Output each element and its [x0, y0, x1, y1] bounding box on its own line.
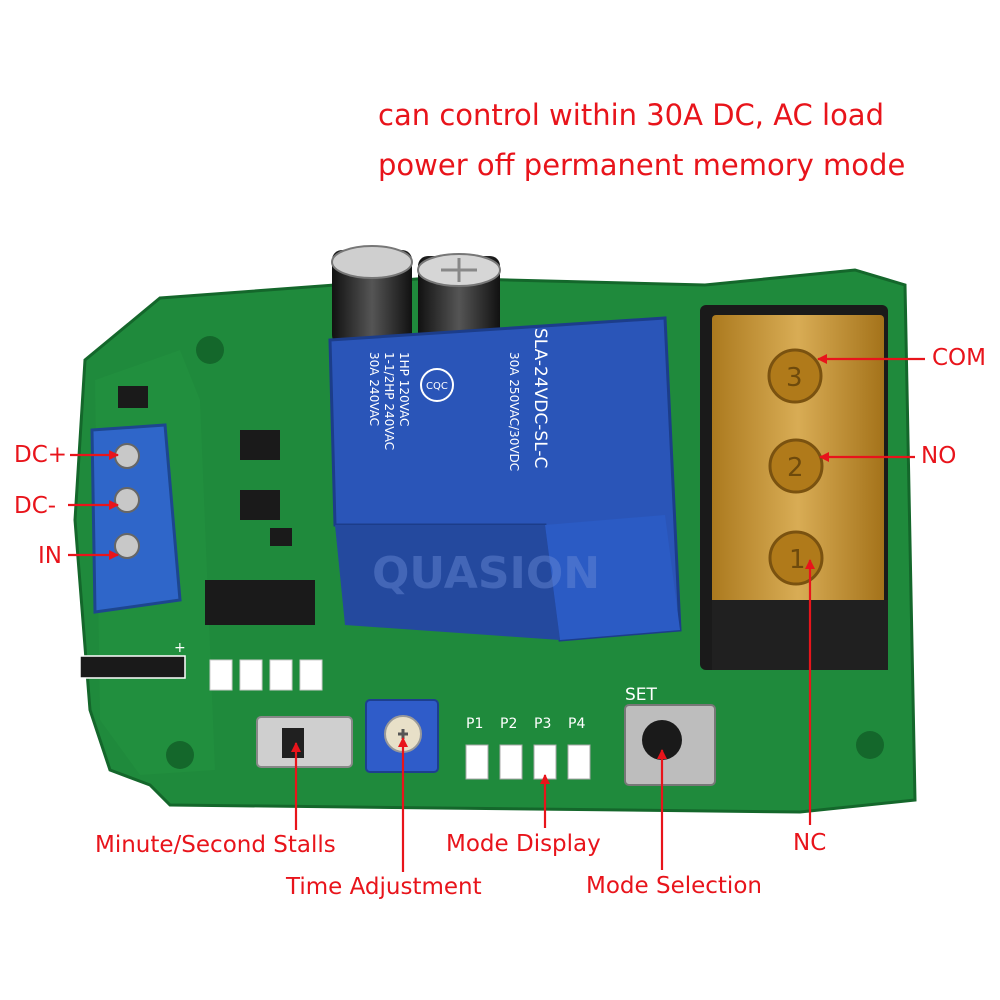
terminal-number: 1	[789, 545, 806, 575]
mode-led: P1	[465, 716, 489, 780]
label-time-adjustment: Time Adjustment	[286, 874, 482, 900]
watermark: QUASION	[372, 548, 600, 599]
relay: SLA-24VDC-SL-C 30A 250VAC/30VDC 1HP 120V…	[328, 316, 682, 642]
led-label: P2	[500, 716, 517, 732]
headline-line-2: power off permanent memory mode	[378, 148, 906, 182]
terminal-screw: 2	[768, 438, 824, 494]
label-com: COM	[932, 345, 987, 371]
label-in: IN	[38, 543, 62, 569]
relay-rating-label: 30A 250VAC/30VDC	[507, 352, 521, 471]
led-label: P1	[466, 716, 483, 732]
headline-line-1: can control within 30A DC, AC load	[378, 98, 884, 132]
dc-terminal-block	[90, 423, 182, 614]
label-no: NO	[921, 443, 957, 469]
set-push-button: SET	[624, 685, 716, 786]
terminal-screw: 3	[767, 348, 823, 404]
relay-model-label: SLA-24VDC-SL-C	[530, 328, 550, 468]
power-terminal-block: 3 2 1	[700, 305, 888, 670]
relay-rating-label: 30A 240VAC	[367, 352, 381, 426]
minute-second-slide-switch	[256, 716, 353, 768]
capacitor	[331, 245, 413, 345]
relay-rating-label: 1HP 120VAC	[397, 352, 411, 426]
relay-rating-label: 1-1/2HP 240VAC	[382, 352, 396, 450]
label-mode-display: Mode Display	[446, 831, 601, 857]
mode-led: P2	[499, 716, 523, 780]
set-label: SET	[625, 685, 658, 705]
label-nc: NC	[793, 830, 827, 856]
relay-cert-label: CQC	[426, 381, 448, 392]
annotation-arrows	[68, 354, 925, 872]
led-label: P3	[534, 716, 551, 732]
mode-led: P4	[567, 716, 591, 780]
label-minute-second-stalls: Minute/Second Stalls	[95, 832, 336, 858]
plus-mark: +	[174, 640, 186, 656]
terminal-number: 3	[786, 363, 803, 393]
label-mode-selection: Mode Selection	[586, 873, 762, 899]
label-dc-plus: DC+	[14, 442, 68, 468]
terminal-screw: 1	[768, 530, 824, 586]
mode-led: P3	[533, 716, 557, 780]
capacitor	[417, 253, 501, 346]
label-dc-minus: DC-	[14, 493, 57, 519]
smd-components: +	[79, 386, 323, 691]
terminal-number: 2	[787, 453, 804, 483]
led-label: P4	[568, 716, 585, 732]
